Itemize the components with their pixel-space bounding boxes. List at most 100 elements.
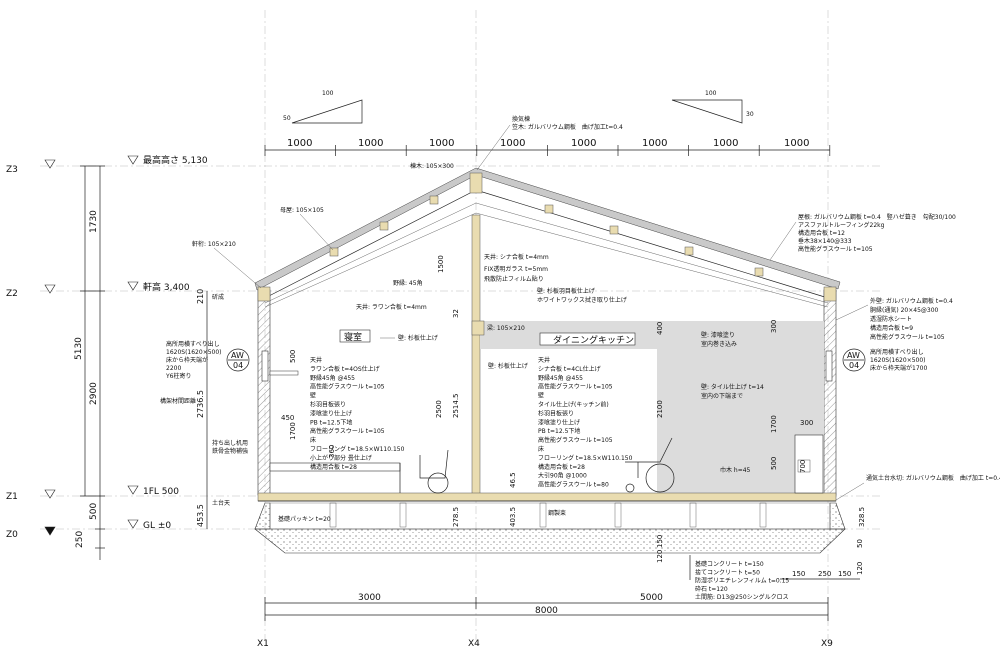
beam-blocks — [257, 172, 837, 336]
dim-in-25145: 2514.5 — [452, 394, 460, 419]
centerFinish-item: 天井 — [538, 356, 550, 364]
level-z1: Z1 — [6, 492, 18, 502]
centerFinish-item: フローリング t=18.5×W110.150 — [538, 454, 633, 462]
dim-in-120b: 120 — [856, 562, 864, 575]
centerFinish-item: タイル仕上げ(キッチン前) — [538, 401, 609, 409]
note-window-l1: 高所用横すべり出し — [166, 340, 220, 348]
slope-left-icon — [291, 99, 363, 124]
centerFinish-item: PB t=12.5下地 — [538, 427, 580, 435]
bottom-dim-right: 5000 — [640, 593, 663, 603]
note-roof-2: アスファルトルーフィング22kg — [798, 221, 885, 229]
note-wall-paint: 壁: 漆喰塗り — [701, 331, 735, 339]
centerFinish-item: 高性能グラスウール t=105 — [538, 383, 613, 391]
top-dim-7: 1000 — [713, 138, 738, 149]
axis-x4: X4 — [468, 639, 480, 649]
axis-x9: X9 — [821, 639, 833, 649]
note-ext-4: 構造用合板 t=9 — [870, 324, 913, 332]
dim-in-700: 700 — [799, 460, 807, 473]
dining-label-box — [539, 332, 636, 346]
note-film: 飛散防止フィルム貼り — [484, 275, 544, 283]
aw-tag-right — [842, 348, 866, 372]
window-frames — [261, 350, 833, 382]
note-wall-cedar2: 壁: 杉板羽目板仕上げ — [537, 287, 595, 295]
foundationList-item: 土間筋: D13@250シングルクロス — [695, 593, 789, 601]
note-wall-paint-2: 室内巻き込み — [701, 340, 737, 348]
level-z2: Z2 — [6, 289, 18, 299]
note-window-l5: Y6柱寄り — [165, 372, 191, 380]
note-roof-3: 構造用合板 t=12 — [798, 229, 845, 237]
leftFinish-item: フローリング t=18.5×W110.150 — [310, 445, 405, 453]
note-wall-tile-2: 室内の下端まで — [701, 392, 743, 400]
roof — [254, 167, 841, 308]
aw-right-num: 04 — [849, 361, 859, 370]
note-roof-5: 高性能グラスウール t=105 — [798, 245, 873, 253]
top-dim-8: 1000 — [784, 138, 809, 149]
foundationList-item: 防湿ポリエチレンフィルム t=0.15 — [695, 577, 789, 585]
level-gl: GL ±0 — [143, 521, 171, 531]
walls — [257, 214, 837, 496]
wheelchair-icon-right — [625, 437, 675, 493]
foundation — [254, 502, 846, 554]
dim-4535: 453.5 — [196, 504, 205, 527]
cabinet-right — [794, 434, 824, 494]
leftFinish-item: 天井 — [310, 356, 322, 364]
leftFinish-item: 野縁45角 @455 — [310, 374, 355, 382]
dim-210: 210 — [196, 289, 205, 304]
centerFinish-item: シナ合板 t=4CL仕上げ — [538, 365, 601, 373]
dim-in-150b: 150 — [792, 570, 805, 578]
level-z0: Z0 — [6, 530, 18, 540]
dim-in-1700r: 1700 — [770, 415, 778, 433]
note-steel-post: 鋼製束 — [548, 509, 566, 517]
note-ext-1: 外壁: ガルバリウム鋼板 t=0.4 — [870, 297, 953, 305]
dim-500: 500 — [89, 503, 99, 520]
centerFinish-item: 野縁45角 @455 — [538, 374, 583, 382]
dim-in-120: 120 — [656, 550, 664, 563]
aw-left-label: AW — [231, 351, 244, 360]
note-ridge-beam: 棟木: 105×300 — [410, 162, 454, 170]
note-sill: 土台天 — [212, 499, 230, 507]
note-wall-tile: 壁: タイル仕上げ t=14 — [701, 383, 764, 391]
note-wall-cedar-left: 壁: 杉板仕上げ — [398, 334, 438, 342]
dim-in-465: 46.5 — [509, 472, 517, 488]
note-ext-2: 胴縁(通気) 20×45@300 — [870, 306, 939, 314]
note-handrail-2: 鉄骨金物補強 — [212, 447, 248, 455]
note-whitewax: ホワイトワックス拭き取り仕上げ — [537, 296, 627, 304]
note-baseboard: 巾木 h=45 — [720, 466, 751, 474]
dim-in-32: 32 — [452, 309, 460, 318]
top-dim-3: 1000 — [429, 138, 454, 149]
bedroom-label-box — [339, 329, 371, 343]
aw-tag-left — [226, 348, 250, 372]
foundationList-item: 砕石 t=120 — [695, 585, 728, 593]
level-z3: Z3 — [6, 165, 18, 175]
bottom-dim-total: 8000 — [535, 606, 558, 616]
dim-in-2785: 278.5 — [452, 507, 460, 527]
note-window-r3: 床から枠天端が1700 — [870, 364, 927, 372]
leftFinish-item: 杉羽目板張り — [310, 401, 346, 409]
sleeper-posts — [329, 502, 767, 528]
dim-in-1500: 1500 — [437, 255, 445, 273]
leftFinish-item: 高性能グラスウール t=105 — [310, 383, 385, 391]
note-window-l2: 1620S(1620×500) — [166, 349, 222, 356]
axis-x1: X1 — [257, 639, 269, 649]
top-dim-2: 1000 — [358, 138, 383, 149]
level-eave-height: 軒高 3,400 — [143, 281, 190, 293]
dim-in-4035: 403.5 — [509, 507, 517, 527]
floor — [257, 492, 837, 502]
centerFinish-item: 壁 — [538, 392, 544, 400]
dim-in-300: 300 — [770, 320, 778, 333]
leader-lines — [213, 124, 869, 501]
slope-right-run: 100 — [705, 90, 717, 97]
dim-in-360: 360 — [328, 445, 336, 458]
leftFinish-item: 高性能グラスウール t=105 — [310, 427, 385, 435]
level-max-height: 最高高さ 5,130 — [143, 154, 208, 166]
top-dim-ticks — [264, 145, 831, 156]
dim-5130: 5130 — [74, 337, 84, 360]
aw-left-num: 04 — [233, 361, 243, 370]
note-vent: 換気棟 — [512, 115, 530, 123]
dim-in-400: 400 — [656, 322, 664, 335]
leftFinish-item: 床 — [310, 436, 316, 444]
